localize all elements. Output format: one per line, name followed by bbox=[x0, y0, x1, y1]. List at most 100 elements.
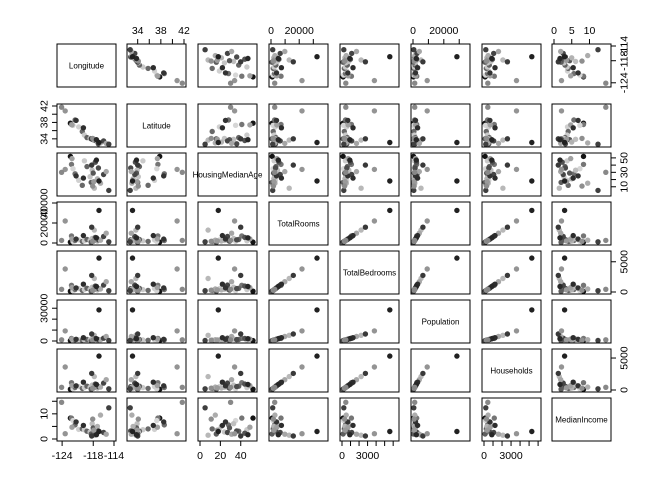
point-MedianIncome-vs-TotalRooms bbox=[299, 431, 305, 437]
point-Latitude-vs-MedianIncome bbox=[572, 136, 579, 142]
point-MedianIncome-vs-HousingMedianAge bbox=[215, 428, 221, 435]
x-axis-top-MedianIncome-label: 5 bbox=[569, 25, 575, 37]
point-Longitude-vs-TotalRooms bbox=[299, 77, 305, 84]
point-MedianIncome-vs-Longitude bbox=[106, 405, 112, 411]
point-Latitude-vs-MedianIncome bbox=[558, 108, 565, 114]
panel-Latitude-vs-MedianIncome bbox=[551, 103, 612, 148]
point-HousingMedianAge-vs-TotalRooms bbox=[314, 178, 320, 184]
point-Longitude-vs-HousingMedianAge bbox=[232, 72, 239, 78]
point-TotalBedrooms-vs-Longitude bbox=[80, 281, 87, 287]
point-Latitude-vs-TotalRooms bbox=[278, 125, 285, 131]
point-Longitude-vs-TotalBedrooms bbox=[358, 57, 364, 63]
point-TotalBedrooms-vs-Households bbox=[504, 272, 511, 279]
point-Longitude-vs-Latitude bbox=[150, 65, 156, 71]
point-Longitude-vs-Households bbox=[504, 59, 511, 65]
x-axis-top-TotalRooms-label: 0 bbox=[268, 25, 274, 37]
point-Households-vs-TotalBedrooms bbox=[358, 373, 364, 380]
point-Population-vs-Longitude bbox=[89, 331, 95, 337]
point-Population-vs-HousingMedianAge bbox=[227, 337, 234, 343]
point-Longitude-vs-Households bbox=[513, 77, 520, 84]
point-Longitude-vs-Households bbox=[492, 65, 498, 71]
point-TotalBedrooms-vs-Latitude bbox=[129, 255, 136, 261]
point-Longitude-vs-HousingMedianAge bbox=[244, 64, 250, 70]
y-axis-right-TotalBedrooms-label: 5000 bbox=[619, 250, 631, 274]
point-TotalBedrooms-vs-Longitude bbox=[90, 287, 96, 293]
point-Longitude-vs-MedianIncome bbox=[575, 70, 581, 76]
point-Latitude-vs-TotalBedrooms bbox=[341, 141, 347, 147]
point-HousingMedianAge-vs-TotalBedrooms bbox=[387, 178, 393, 184]
point-Latitude-vs-HousingMedianAge bbox=[234, 141, 240, 147]
point-Population-vs-Longitude bbox=[106, 337, 112, 343]
point-Longitude-vs-TotalBedrooms bbox=[350, 65, 356, 71]
point-Latitude-vs-MedianIncome bbox=[557, 137, 563, 143]
point-MedianIncome-vs-Latitude bbox=[145, 426, 151, 432]
point-Latitude-vs-Households bbox=[487, 122, 493, 128]
point-Longitude-vs-Households bbox=[491, 50, 497, 57]
point-HousingMedianAge-vs-Longitude bbox=[96, 178, 102, 184]
point-TotalBedrooms-vs-Households bbox=[500, 275, 506, 282]
point-HousingMedianAge-vs-Longitude bbox=[70, 166, 76, 172]
point-Households-vs-Latitude bbox=[133, 381, 140, 388]
point-HousingMedianAge-vs-Latitude bbox=[128, 168, 134, 175]
point-MedianIncome-vs-Population bbox=[411, 416, 417, 422]
point-Latitude-vs-HousingMedianAge bbox=[247, 122, 253, 128]
point-TotalRooms-vs-Longitude bbox=[90, 238, 96, 244]
point-HousingMedianAge-vs-MedianIncome bbox=[603, 169, 609, 175]
x-axis-bottom-Households-label: 0 bbox=[481, 450, 487, 462]
panel-Population-vs-TotalRooms bbox=[268, 299, 329, 344]
point-Population-vs-Latitude bbox=[174, 328, 180, 334]
point-MedianIncome-vs-Latitude bbox=[150, 422, 156, 429]
point-Households-vs-HousingMedianAge bbox=[250, 386, 256, 392]
y-axis-left-MedianIncome-label: 0 bbox=[39, 436, 51, 442]
point-HousingMedianAge-vs-MedianIncome bbox=[556, 185, 562, 191]
point-TotalRooms-vs-MedianIncome bbox=[558, 239, 564, 245]
point-MedianIncome-vs-Longitude bbox=[89, 433, 95, 439]
point-Longitude-vs-Latitude bbox=[127, 47, 133, 53]
point-TotalRooms-vs-Longitude bbox=[103, 230, 109, 236]
point-Latitude-vs-TotalBedrooms bbox=[341, 135, 348, 142]
point-Longitude-vs-MedianIncome bbox=[558, 48, 564, 55]
point-HousingMedianAge-vs-Longitude bbox=[81, 158, 88, 164]
point-HousingMedianAge-vs-Longitude bbox=[95, 165, 102, 171]
point-Longitude-vs-HousingMedianAge bbox=[221, 60, 228, 66]
point-Households-vs-TotalRooms bbox=[314, 353, 320, 359]
panel-Latitude-vs-Households bbox=[481, 103, 542, 148]
point-Households-vs-Latitude bbox=[129, 353, 136, 359]
point-MedianIncome-vs-Latitude bbox=[133, 432, 140, 438]
point-MedianIncome-vs-TotalRooms bbox=[278, 422, 285, 429]
point-Latitude-vs-MedianIncome bbox=[575, 117, 581, 124]
x-axis-bottom-TotalBedrooms-label: 3000 bbox=[356, 450, 380, 462]
point-Latitude-vs-HousingMedianAge bbox=[245, 137, 251, 143]
point-HousingMedianAge-vs-Longitude bbox=[89, 162, 95, 168]
panel-Longitude-vs-HousingMedianAge bbox=[197, 43, 258, 88]
point-Population-vs-HousingMedianAge bbox=[205, 332, 211, 338]
point-Longitude-vs-Households bbox=[495, 48, 502, 55]
point-Longitude-vs-Latitude bbox=[129, 54, 136, 60]
panel-HousingMedianAge-vs-TotalBedrooms bbox=[339, 152, 400, 197]
point-Longitude-vs-Population bbox=[411, 47, 417, 53]
point-HousingMedianAge-vs-Latitude bbox=[129, 178, 136, 184]
panel-Population-vs-Latitude bbox=[126, 299, 187, 344]
point-HousingMedianAge-vs-Population bbox=[411, 187, 417, 194]
point-MedianIncome-vs-HousingMedianAge bbox=[238, 433, 244, 439]
point-TotalRooms-vs-MedianIncome bbox=[561, 207, 568, 214]
x-axis-bottom-Households-label: 3000 bbox=[499, 450, 523, 462]
panel-Population-vs-HousingMedianAge bbox=[197, 299, 258, 344]
point-Latitude-vs-Longitude bbox=[73, 117, 79, 124]
point-MedianIncome-vs-TotalBedrooms bbox=[341, 405, 347, 411]
point-Latitude-vs-HousingMedianAge bbox=[227, 104, 234, 110]
point-Longitude-vs-HousingMedianAge bbox=[209, 65, 215, 72]
y-axis-right-HousingMedianAge-label: 30 bbox=[619, 166, 631, 178]
point-HousingMedianAge-vs-Latitude bbox=[145, 182, 151, 188]
point-Population-vs-MedianIncome bbox=[585, 337, 591, 343]
point-MedianIncome-vs-Longitude bbox=[90, 416, 96, 422]
point-TotalRooms-vs-Longitude bbox=[62, 218, 68, 224]
point-TotalBedrooms-vs-Latitude bbox=[150, 281, 156, 287]
panel-TotalRooms-vs-Latitude bbox=[126, 201, 187, 246]
point-Longitude-vs-TotalBedrooms bbox=[341, 47, 347, 53]
point-Households-vs-TotalBedrooms bbox=[347, 381, 353, 388]
point-TotalRooms-vs-Households bbox=[485, 237, 491, 244]
point-TotalRooms-vs-MedianIncome bbox=[580, 233, 587, 239]
point-TotalBedrooms-vs-HousingMedianAge bbox=[234, 285, 240, 292]
point-Longitude-vs-TotalBedrooms bbox=[362, 59, 369, 65]
